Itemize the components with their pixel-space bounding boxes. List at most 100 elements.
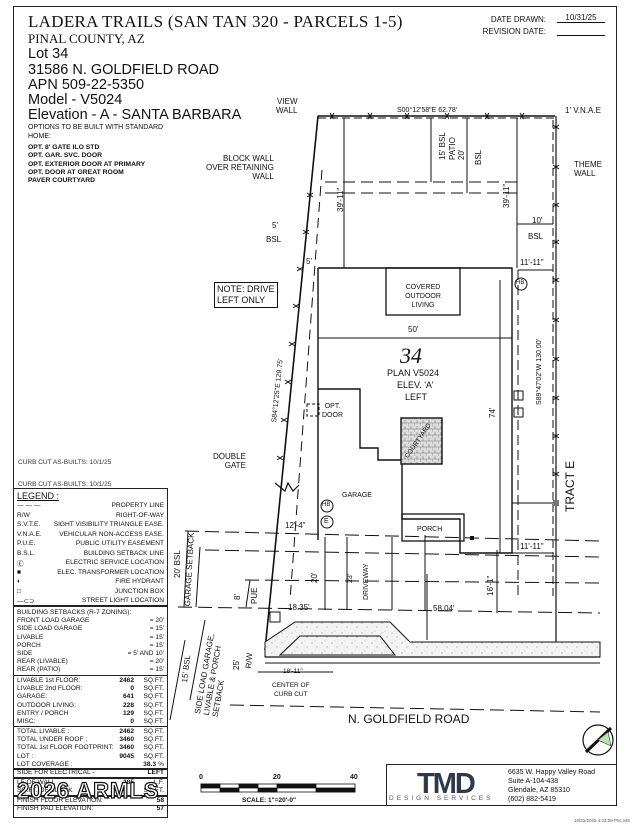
option-item: OPT. EXTERIOR DOOR AT PRIMARY xyxy=(28,160,146,168)
apn: APN 509-22-5350 xyxy=(28,77,145,93)
side-bsl-label: BSL xyxy=(266,235,282,244)
legend-key: — — — xyxy=(17,502,41,510)
dim-10: 10' xyxy=(532,216,543,225)
elev-label: ELEV. 'A' xyxy=(397,380,434,390)
project-title: LADERA TRAILS (SAN TAN 320 - PARCELS 1-5… xyxy=(28,12,403,31)
covered-outdoor-living: COVERED OUTDOOR LIVING xyxy=(405,284,441,309)
setback-row: SIDE= 5' AND 10' xyxy=(17,649,164,657)
theme-wall-label: THEME WALL xyxy=(574,160,602,178)
legend-row: V.N.A.E.VEHICULAR NON-ACCESS EASE. xyxy=(17,530,164,538)
hand-label: LEFT xyxy=(405,392,428,402)
legend-row: □JUNCTION BOX xyxy=(17,587,164,595)
front-bsl: 20' BSL xyxy=(173,550,182,578)
watermark: 2026 ARMLS xyxy=(16,777,160,803)
dim-50: 50' xyxy=(408,325,419,334)
curb-cut-note: CURB CUT AS-BUILTS: 10/1/25 xyxy=(18,481,112,488)
scale-tick: 20 xyxy=(273,774,281,781)
hose-bib-icon-rear: HB xyxy=(516,280,525,286)
north-arrow-icon xyxy=(580,722,616,758)
options-heading: OPTIONS TO BE BUILT WITH STANDARD HOME: xyxy=(28,124,164,140)
setback-row: SIDE LOAD GARAGE= 15' xyxy=(17,625,164,633)
dim-8: 8' xyxy=(233,594,242,600)
elevation-row: FINISH FLOOR ELEVATION:58 xyxy=(17,797,164,804)
legend-row: B.S.L.BUILDING SETBACK LINE xyxy=(17,549,164,557)
street-light-icon: —⊂⊃ xyxy=(17,597,35,605)
lot-number: Lot 34 xyxy=(28,46,69,62)
plan-label: PLAN V5024 xyxy=(387,368,440,378)
drawing-frame xyxy=(13,6,617,806)
drive-note: NOTE: DRIVE LEFT ONLY xyxy=(214,282,278,308)
option-item: OPT. GAR. SVC. DOOR xyxy=(28,152,103,160)
setback-row: REAR (LIVABLE)= 20' xyxy=(17,658,164,666)
scale-label: SCALE: 1"=20'-0" xyxy=(242,797,297,804)
company-address: 6635 W. Happy Valley Road Suite A-104-43… xyxy=(508,769,596,803)
setback-row: PORCH= 15' xyxy=(17,641,164,649)
junction-box-icon: □ xyxy=(17,587,21,595)
view-wall-label: VIEW WALL xyxy=(276,97,298,115)
center-curb-cut: CENTER OF CURB CUT xyxy=(272,682,310,698)
address: 31586 N. GOLDFIELD ROAD xyxy=(28,62,219,78)
hose-bib-icon: HB xyxy=(322,502,331,508)
transformer-icon: ■ xyxy=(17,568,21,576)
side-bsl-right: BSL xyxy=(528,232,544,241)
dim-39-11-left: 39'-11" xyxy=(336,187,345,212)
dim-25: 25' xyxy=(232,659,241,670)
street-name: N. GOLDFIELD ROAD xyxy=(348,712,470,726)
opt-door-label: OPT. DOOR xyxy=(322,403,343,419)
dim-11-11-top: 11'-11" xyxy=(520,258,544,267)
rear-bsl-label: BSL xyxy=(474,149,483,165)
scale-tick: 40 xyxy=(350,774,358,781)
revision-date-label: REVISION DATE: xyxy=(482,27,546,36)
tract-label: TRACT E xyxy=(563,460,577,512)
setback-row: REAR (PATIO)= 15' xyxy=(17,666,164,674)
model: Model - V5024 xyxy=(28,92,123,108)
rear-bsl: 15' BSL xyxy=(438,132,447,160)
dim-18-11: 18'-11" xyxy=(283,668,303,675)
dim-16-1: 16'-1" xyxy=(486,575,495,596)
legend-row: S.V.T.E.SIGHT VISIBILITY TRIANGLE EASE. xyxy=(17,521,164,529)
setbacks-table: BUILDING SETBACKS (R-7 ZONING): FRONT LO… xyxy=(13,606,168,676)
scale-tick: 0 xyxy=(199,774,203,781)
dim-18-35: 18.35' xyxy=(288,603,310,612)
porch-label: PORCH xyxy=(417,526,443,533)
print-stamp: 10/31/2025 4:23:09 PM, MS xyxy=(573,818,630,823)
north-bearing: S00°12'58"E 62.78' xyxy=(397,107,458,114)
pue-label: PUE xyxy=(250,587,259,604)
setback-row: LIVABLE= 15' xyxy=(17,633,164,641)
dim-11-11-bottom: 11'-11" xyxy=(520,542,544,551)
total-row: LOT COVERAGE :38.3% xyxy=(17,760,164,768)
elevations-table: FINISH FLOOR ELEVATION:58 FINISH PAD ELE… xyxy=(13,796,168,818)
electric-service-icon: Ⓔ xyxy=(17,560,24,568)
curb-cut-note: CURB CUT AS-BUILTS: 10/1/25 xyxy=(18,459,112,466)
revision-date-value xyxy=(557,27,605,36)
option-item: OPT. DOOR AT GREAT ROOM xyxy=(28,168,124,176)
vnae-label: 1' V.N.A.E xyxy=(565,106,601,115)
east-bearing: S89°47'02"W 130.00' xyxy=(536,339,543,405)
setbacks-heading: BUILDING SETBACKS (R-7 ZONING): xyxy=(17,609,132,616)
dim-20: 20' xyxy=(310,572,319,583)
dim-23: 23' xyxy=(347,573,354,583)
dim-74: 74' xyxy=(488,407,497,418)
option-item: OPT. 8' GATE ILO STD xyxy=(28,144,100,151)
patio-dim: PATIO 20' xyxy=(448,137,466,160)
double-gate-label: DOUBLE GATE xyxy=(213,452,246,470)
legend-row: — — —PROPERTY LINE xyxy=(17,502,164,510)
legend-row: ■ELEC. TRANSFORMER LOCATION xyxy=(17,568,164,576)
option-item: PAVER COURTYARD xyxy=(28,177,96,185)
company-logo: TMD xyxy=(417,768,476,800)
garage-label: GARAGE xyxy=(342,492,372,499)
block-wall-label: BLOCK WALL OVER RETAINING WALL xyxy=(206,154,274,181)
rw-label: R/W xyxy=(244,652,255,669)
